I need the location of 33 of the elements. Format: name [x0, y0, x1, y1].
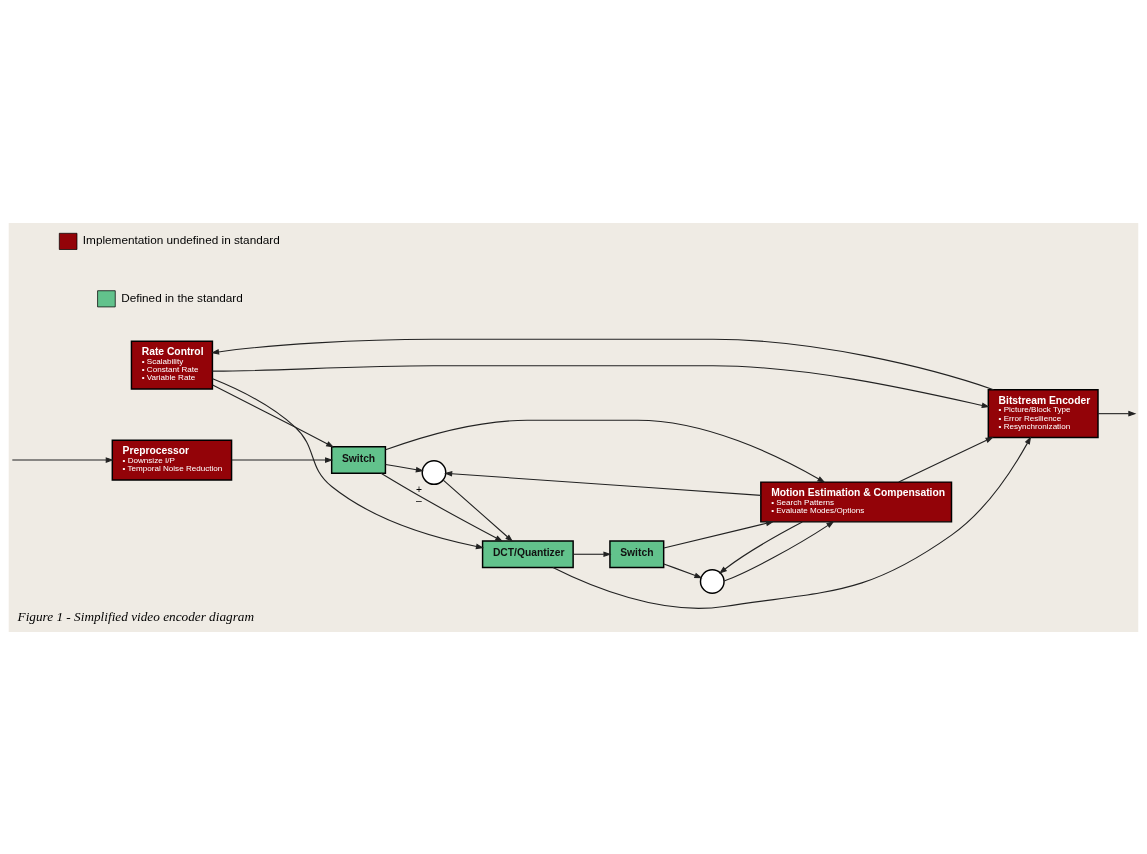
- arrow: [11, 456, 114, 463]
- arrow: [210, 338, 995, 390]
- arrow: [723, 520, 835, 581]
- node-box: Switch: [609, 539, 665, 568]
- node-box: Preprocessor • Downsize I/P • Temporal Noise Reduction: [111, 438, 233, 481]
- arrow: [663, 520, 775, 548]
- arrow: [442, 479, 514, 542]
- node-box: Rate Control • Scalability • Constant Rate • Variable Rate: [130, 339, 214, 390]
- node-label: +: [415, 483, 422, 495]
- node-circle: [421, 459, 447, 485]
- arrow: [1097, 410, 1137, 416]
- legend-label: Defined in the standard: [121, 290, 243, 304]
- arrow: [385, 419, 826, 483]
- legend-label: Implementation undefined in standard: [82, 232, 280, 246]
- arrow: [718, 521, 803, 574]
- node-circle: [699, 568, 725, 594]
- node-box: Motion Estimation & Compensation • Search Patterns • Evaluate Modes/Options: [760, 480, 953, 523]
- arrow: [663, 562, 703, 578]
- caption: Figure 1 - Simplified video encoder diagram: [17, 608, 255, 624]
- node-box: DCT/Quantizer: [481, 539, 574, 568]
- arrow: [444, 470, 762, 496]
- node-box: Switch: [330, 445, 387, 474]
- arrow: [380, 472, 504, 542]
- arrow: [898, 436, 994, 483]
- arrow: [212, 384, 335, 447]
- arrow: [231, 456, 334, 463]
- arrow: [212, 364, 990, 408]
- arrow: [552, 435, 1032, 609]
- arrow: [212, 377, 485, 549]
- arrow: [572, 550, 612, 557]
- node-box: Bitstream Encoder • Picture/Block Type • Error Resilience • Resynchronization: [987, 388, 1099, 438]
- node-label: –: [416, 494, 422, 506]
- arrow: [385, 463, 424, 472]
